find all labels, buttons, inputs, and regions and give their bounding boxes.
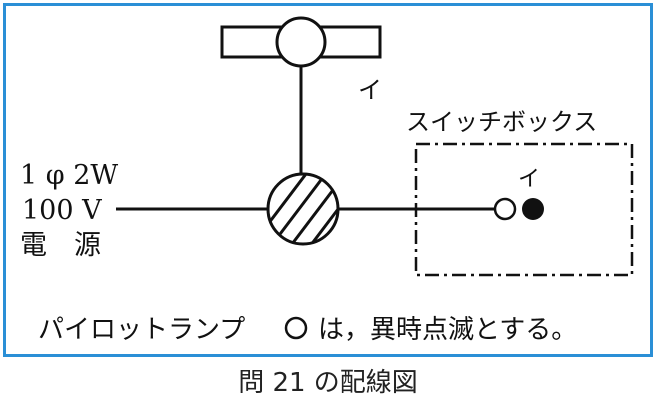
note-text: パイロットランプ [38,315,245,345]
pilot-lamp [493,197,517,221]
ceiling-fixture-label: イ [358,76,382,104]
switch-box-label: イ [518,167,540,192]
switch-box-outline [414,142,634,277]
note-tail: は，異時点滅とする。 [318,315,577,345]
switch-box-title: スイッチボックス [406,108,597,136]
junction-box [266,172,340,246]
source-phase: 1 φ 2W [20,160,118,191]
diagram-frame [3,3,653,357]
figure-caption: 問 21 の配線図 [238,368,418,398]
switch-dot [522,198,544,220]
source-voltage: 100 V [22,195,102,226]
ceiling-fixture-circle [275,16,327,68]
wiring-diagram: イ 1 φ 2W 100 V 電 源 スイッチボックス イ パイロットランプ は… [20,16,634,345]
source-label: 電 源 [20,230,101,261]
pilot-lamp-symbol [284,316,308,340]
